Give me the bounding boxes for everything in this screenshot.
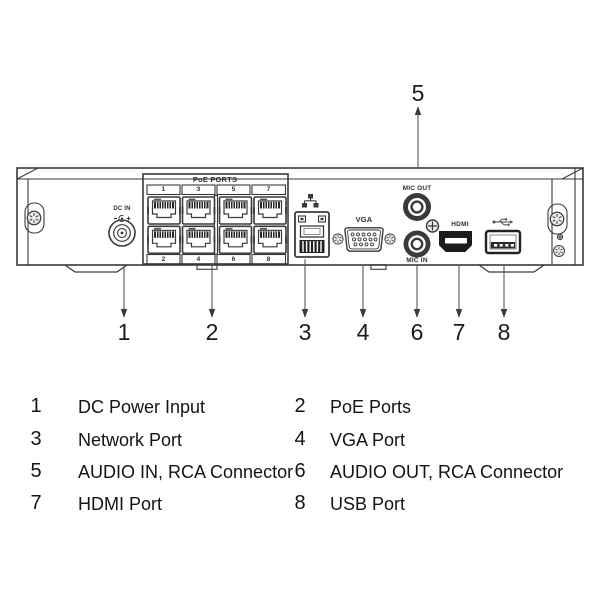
poe-ports-block — [142, 173, 289, 265]
callout-number-3: 3 — [298, 319, 312, 345]
rear-panel-art — [16, 106, 584, 318]
screw-icon — [332, 233, 344, 245]
legend-label: HDMI Port — [78, 494, 163, 514]
legend-number: 4 — [294, 428, 306, 450]
legend-row: 3 Network Port 4 VGA Port — [0, 428, 600, 454]
callout-number-2: 2 — [205, 319, 219, 345]
mic-out-label: MIC OUT — [402, 185, 432, 192]
screw-icon — [26, 210, 42, 226]
dc-power-jack — [108, 219, 136, 247]
ethernet-icon — [302, 194, 319, 208]
legend-label: AUDIO IN, RCA Connector — [78, 462, 294, 482]
hdmi-label: HDMI — [451, 221, 469, 228]
poe-number-6: 6 — [231, 255, 236, 263]
poe-number-8: 8 — [266, 255, 271, 263]
callout-arrowheads — [120, 106, 508, 318]
poe-number-4: 4 — [196, 255, 201, 263]
usb-connector — [484, 229, 522, 255]
poe-number-2: 2 — [161, 255, 166, 263]
legend-number: 5 — [30, 460, 42, 482]
usb-icon — [492, 218, 514, 226]
ground-icon — [556, 233, 564, 241]
poe-number-5: 5 — [231, 186, 236, 193]
poe-jack-4 — [181, 225, 216, 255]
callout-number-6: 6 — [410, 319, 424, 345]
callout-lines — [123, 114, 505, 311]
poe-jack-3 — [181, 196, 216, 225]
screw-icon — [549, 211, 565, 227]
legend-number: 8 — [294, 492, 306, 514]
legend-label: DC Power Input — [78, 397, 206, 417]
legend-label: AUDIO OUT, RCA Connector — [330, 462, 564, 482]
callout-number-4: 4 — [356, 319, 370, 345]
vga-label: VGA — [355, 215, 373, 224]
dc-polarity-icon — [114, 215, 131, 222]
legend-row: 5 AUDIO IN, RCA Connector 6 AUDIO OUT, R… — [0, 460, 600, 486]
legend-label: VGA Port — [330, 430, 406, 450]
legend-number: 2 — [294, 395, 306, 417]
network-port-jack — [294, 211, 330, 258]
legend-label: USB Port — [330, 494, 406, 514]
mic-out-rca-connector — [403, 193, 431, 221]
right-foot — [478, 264, 545, 273]
mic-in-rca-connector — [403, 230, 431, 258]
left-foot — [64, 264, 128, 273]
screw-icon — [384, 233, 396, 245]
vga-connector — [344, 227, 384, 252]
hdmi-connector — [439, 231, 472, 252]
poe-jack-2 — [147, 225, 181, 255]
screw-icon — [553, 245, 565, 257]
legend-row: 7 HDMI Port 8 USB Port — [0, 492, 600, 518]
poe-jack-5 — [218, 196, 253, 225]
legend-number: 6 — [294, 460, 306, 482]
legend-label: PoE Ports — [330, 397, 412, 417]
poe-ports-title: PoE PORTS — [192, 175, 238, 184]
mic-in-label: MIC IN — [406, 257, 428, 264]
poe-number-3: 3 — [196, 186, 201, 193]
callout-number-8: 8 — [497, 319, 511, 345]
legend-row: 1 DC Power Input 2 PoE Ports — [0, 395, 600, 421]
callout-number-1: 1 — [117, 319, 131, 345]
poe-jack-7 — [253, 196, 287, 225]
legend-number: 1 — [30, 395, 42, 417]
poe-jack-6 — [218, 225, 253, 255]
mount-tab — [370, 264, 387, 270]
legend-number: 3 — [30, 428, 42, 450]
legend-label: Network Port — [78, 430, 183, 450]
poe-jack-1 — [147, 196, 181, 225]
poe-jack-8 — [253, 225, 287, 255]
callout-number-7: 7 — [452, 319, 466, 345]
poe-number-1: 1 — [161, 186, 166, 193]
cross-screw-icon — [425, 219, 440, 233]
poe-number-7: 7 — [266, 186, 271, 193]
dc-in-label: DC IN — [113, 206, 131, 212]
callout-number-5: 5 — [411, 80, 425, 106]
legend-number: 7 — [30, 492, 42, 514]
